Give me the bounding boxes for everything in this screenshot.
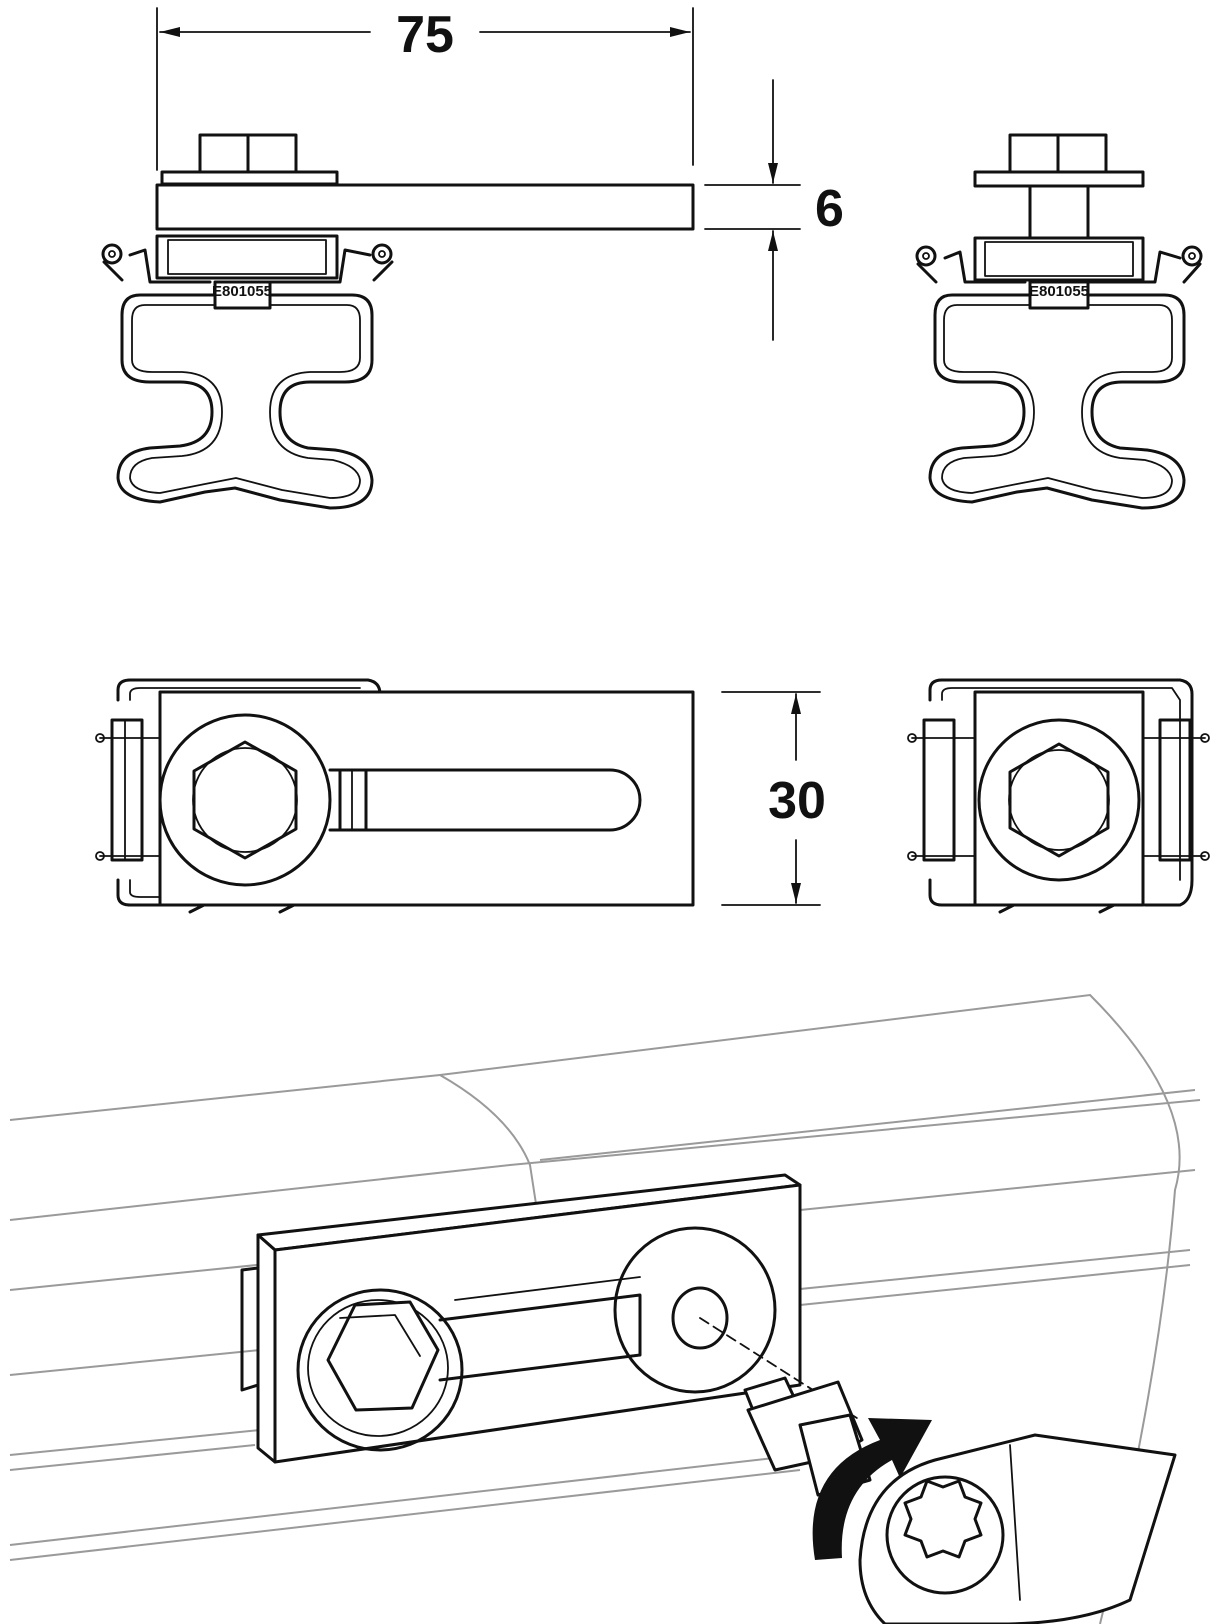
plan-end-view [907, 678, 1210, 914]
hex-bolt-end [1008, 742, 1110, 858]
part-marking-end: E801055 [1029, 283, 1089, 300]
installation-illustration [9, 993, 1201, 1624]
dimension-75: 75 [159, 6, 691, 64]
plan-view: 30 [95, 678, 826, 914]
dimension-label-length: 75 [396, 6, 454, 64]
side-view: 75 E801055 6 [101, 6, 844, 510]
end-view: E801055 [915, 133, 1203, 510]
hex-bolt-iso [326, 1300, 440, 1412]
dimension-30: 30 [721, 691, 826, 906]
dimension-6: 6 [704, 79, 844, 341]
dimension-label-width: 30 [768, 772, 826, 830]
hex-bolt-plan [192, 740, 298, 860]
dimension-label-thickness: 6 [815, 180, 844, 238]
part-marking-side: E801055 [212, 283, 272, 300]
